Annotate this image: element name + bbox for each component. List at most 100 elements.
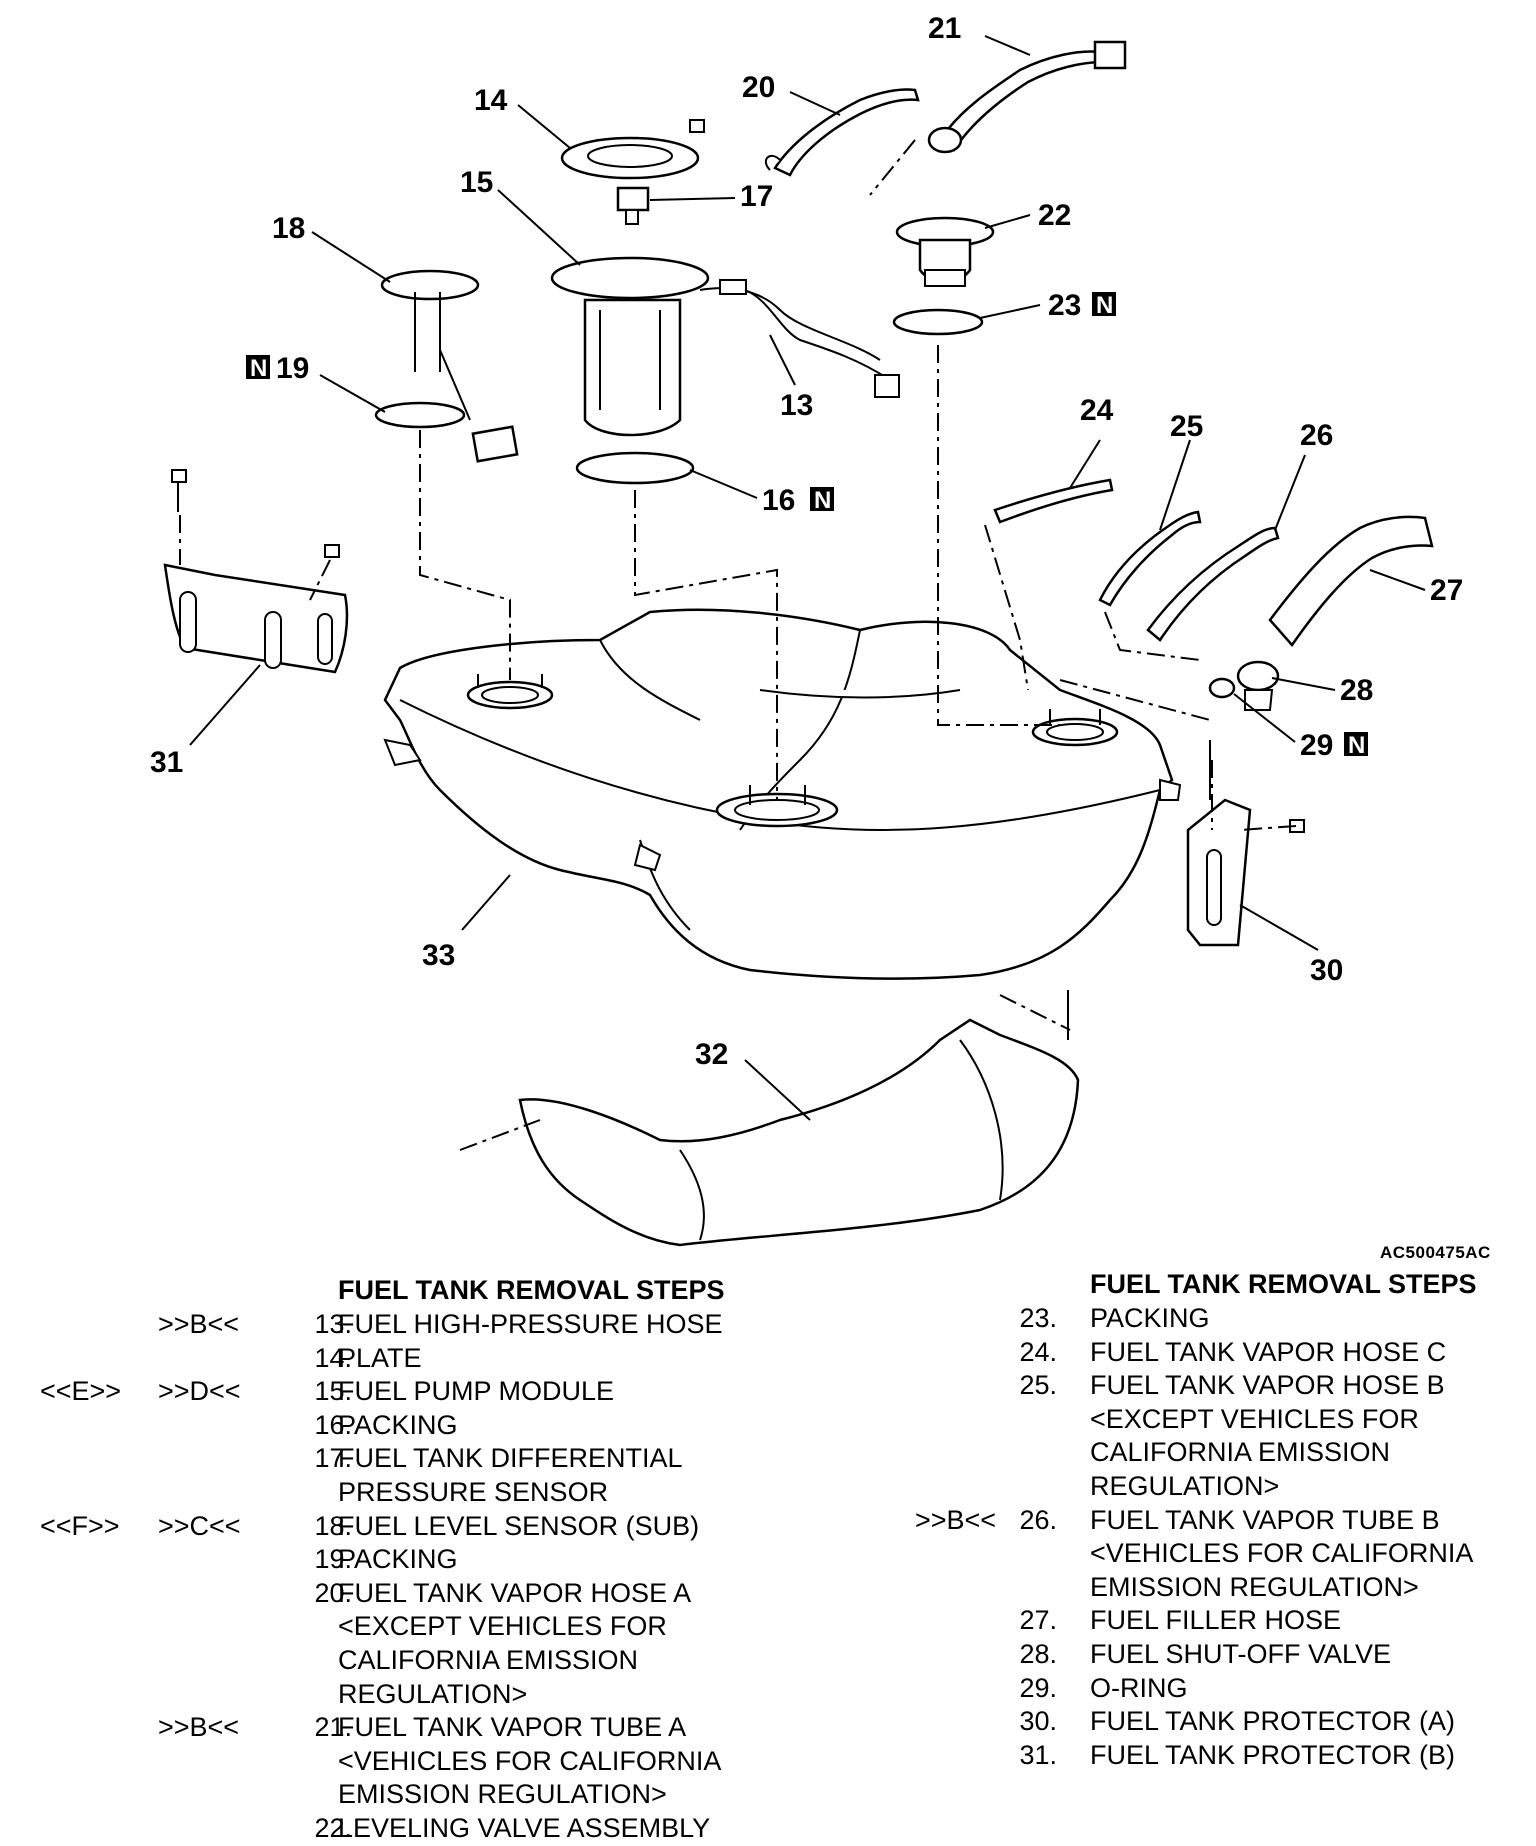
fuel-tank-protector-32 xyxy=(518,990,1080,1247)
callout-19: 19 xyxy=(276,352,309,385)
step-text: FUEL TANK PROTECTOR (A) xyxy=(1090,1706,1456,1737)
callout-29: 29 xyxy=(1300,729,1333,762)
step-text: FUEL TANK DIFFERENTIAL xyxy=(338,1443,683,1474)
step-number: 26. xyxy=(1019,1504,1057,1535)
step-text: FUEL TANK VAPOR HOSE C xyxy=(1090,1336,1447,1367)
step-reference: >>C<< xyxy=(158,1510,241,1541)
step-text: REGULATION> xyxy=(338,1678,528,1709)
callout-31: 31 xyxy=(150,746,183,779)
new-part-marker-16: N xyxy=(810,487,834,514)
step-row: <<F>>>>C<<18.FUEL LEVEL SENSOR (SUB) xyxy=(40,1510,760,1544)
step-number: 20. xyxy=(314,1577,352,1608)
step-row: 14.PLATE xyxy=(40,1342,760,1376)
step-number: 22. xyxy=(314,1812,352,1843)
vapor-hose-20 xyxy=(773,88,920,177)
step-text: FUEL TANK VAPOR TUBE A xyxy=(338,1712,687,1743)
step-row: 28. FUEL SHUT-OFF VALVE xyxy=(900,1638,1500,1672)
fuel-pump-module-15 xyxy=(550,256,881,437)
new-part-marker-23: N xyxy=(1092,292,1116,319)
callout-13: 13 xyxy=(780,389,813,422)
callout-33: 33 xyxy=(422,939,455,972)
step-text: LEVELING VALVE ASSEMBLY xyxy=(338,1812,711,1843)
step-text: PRESSURE SENSOR xyxy=(338,1476,609,1507)
step-row: 22.LEVELING VALVE ASSEMBLY xyxy=(40,1812,760,1846)
step-text: FUEL FILLER HOSE xyxy=(1090,1605,1342,1636)
step-number: 25. xyxy=(1019,1370,1057,1401)
step-text: CALIFORNIA EMISSION xyxy=(338,1644,639,1675)
callout-15: 15 xyxy=(460,166,493,199)
callout-leaders xyxy=(189,35,1426,1121)
step-text: PACKING xyxy=(1090,1303,1210,1333)
callout-numbers: 21 20 14 17 15 22 18 23 13 19 24 25 26 1… xyxy=(150,12,1463,1071)
step-row: 16.PACKING xyxy=(40,1409,760,1443)
plate-14 xyxy=(560,119,705,180)
step-text: <VEHICLES FOR CALIFORNIA xyxy=(338,1745,722,1776)
step-row: EMISSION REGULATION> xyxy=(40,1778,760,1812)
step-text: EMISSION REGULATION> xyxy=(1090,1571,1419,1602)
step-number: 31. xyxy=(1019,1739,1057,1770)
callout-18: 18 xyxy=(272,212,305,245)
o-ring-29 xyxy=(1208,677,1236,699)
step-text: FUEL LEVEL SENSOR (SUB) xyxy=(338,1510,700,1541)
step-text: PLATE xyxy=(338,1342,422,1373)
svg-text:N: N xyxy=(1348,732,1365,759)
step-row: REGULATION> xyxy=(40,1678,760,1712)
fuel-tank-protector-31 xyxy=(163,469,349,674)
step-row: 31. FUEL TANK PROTECTOR (B) xyxy=(900,1739,1500,1773)
step-row: 30. FUEL TANK PROTECTOR (A) xyxy=(900,1705,1500,1739)
step-text: EMISSION REGULATION> xyxy=(338,1779,667,1810)
step-row: 27.FUEL FILLER HOSE xyxy=(900,1604,1500,1638)
step-reference: >>B<< xyxy=(158,1309,240,1339)
svg-text:N: N xyxy=(1096,292,1113,319)
step-number: 16. xyxy=(314,1409,352,1440)
step-row: 24.FUEL TANK VAPOR HOSE C xyxy=(900,1336,1500,1370)
step-text: FUEL TANK VAPOR HOSE B xyxy=(1090,1370,1445,1401)
callout-20: 20 xyxy=(742,71,775,104)
vapor-hose-24 xyxy=(993,478,1114,524)
svg-text:N: N xyxy=(814,487,831,514)
step-reference: >>D<< xyxy=(158,1376,241,1407)
step-row: 17.FUEL TANK DIFFERENTIAL xyxy=(40,1442,760,1476)
step-row: >>B<<21.FUEL TANK VAPOR TUBE A xyxy=(40,1711,760,1745)
step-text: REGULATION> xyxy=(1090,1470,1280,1501)
callout-16: 16 xyxy=(762,484,795,517)
step-number: 14. xyxy=(314,1342,352,1373)
step-row: <EXCEPT VEHICLES FOR xyxy=(40,1610,760,1644)
step-text: CALIFORNIA EMISSION xyxy=(1090,1437,1391,1468)
filler-hose-27 xyxy=(1268,515,1434,648)
step-number: 30. xyxy=(1019,1706,1057,1737)
step-row: 19.PACKING xyxy=(40,1543,760,1577)
step-row: CALIFORNIA EMISSION xyxy=(900,1436,1500,1470)
figure-code: AC500475AC xyxy=(1380,1243,1491,1262)
vapor-hose-25 xyxy=(1098,510,1202,607)
step-reference: <<E>> xyxy=(40,1376,122,1407)
callout-25: 25 xyxy=(1170,410,1203,443)
step-text: FUEL SHUT-OFF VALVE xyxy=(1090,1638,1392,1669)
fuel-tank xyxy=(383,608,1182,980)
vapor-tube-21 xyxy=(927,40,1127,154)
step-row: >>B<<13.FUEL HIGH-PRESSURE HOSE xyxy=(40,1308,760,1342)
callout-27: 27 xyxy=(1430,574,1463,607)
step-number: 28. xyxy=(1019,1638,1057,1669)
step-text: PACKING xyxy=(338,1409,458,1440)
callout-30: 30 xyxy=(1310,954,1343,987)
packing-16 xyxy=(575,451,695,485)
callout-28: 28 xyxy=(1340,674,1373,707)
step-text: FUEL TANK PROTECTOR (B) xyxy=(1090,1739,1456,1770)
step-number: 23. xyxy=(1019,1303,1057,1333)
exploded-parts-diagram: 21 20 14 17 15 22 18 23 13 19 24 25 26 1… xyxy=(150,12,1463,1247)
step-row: CALIFORNIA EMISSION xyxy=(40,1644,760,1678)
callout-21: 21 xyxy=(928,12,961,45)
callout-17: 17 xyxy=(740,180,773,213)
new-part-marker-19: N xyxy=(246,355,270,382)
high-pressure-hose-13 xyxy=(744,289,900,398)
callout-32: 32 xyxy=(695,1038,728,1071)
callout-22: 22 xyxy=(1038,199,1071,232)
step-row: 29.O-RING xyxy=(900,1672,1500,1706)
vapor-tube-26 xyxy=(1146,526,1280,642)
removal-steps-left: FUEL TANK REMOVAL STEPS >>B<<13.FUEL HIG… xyxy=(40,1274,760,1843)
step-number: 13. xyxy=(314,1309,352,1339)
step-text: O-RING xyxy=(1090,1672,1188,1703)
